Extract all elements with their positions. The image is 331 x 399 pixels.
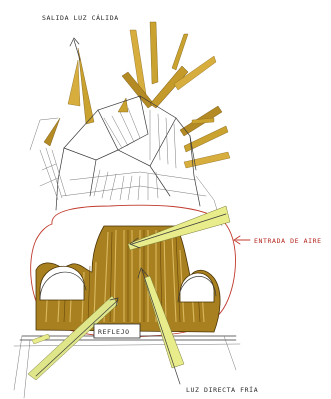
golden-body [36, 226, 220, 332]
warm-ray-10 [172, 34, 188, 70]
warm-ray-1 [68, 60, 80, 106]
cold-ray-small [32, 334, 50, 344]
warm-ray-4 [118, 98, 128, 112]
arrow-up-left-icon [70, 38, 80, 60]
label-exit-warm-light: SALIDA LUZ CÁLIDA [42, 13, 119, 22]
warm-ray-6 [150, 22, 158, 84]
red-arrow-icon [234, 236, 250, 244]
warm-light-rays [44, 22, 230, 168]
label-air-inlet: ENTRADA DE AIRE [254, 237, 322, 245]
label-direct-cold-light: LUZ DIRECTA FRÍA [186, 385, 258, 394]
warm-ray-13 [184, 152, 230, 168]
warm-ray-3 [44, 118, 60, 146]
warm-ray-2 [78, 48, 94, 124]
warm-ray-14 [192, 118, 214, 124]
label-reflection: REFLEJO [98, 328, 130, 336]
